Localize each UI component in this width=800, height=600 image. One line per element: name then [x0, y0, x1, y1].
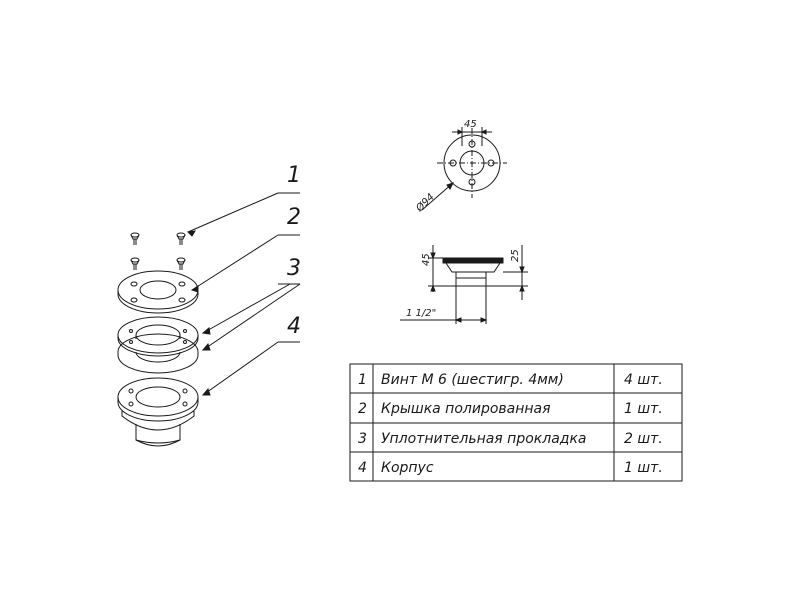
- row-qty: 2 шт.: [624, 431, 663, 447]
- table-row: 4 Корпус 1 шт.: [358, 460, 663, 476]
- row-number: 2: [358, 401, 367, 417]
- screws: [130, 232, 186, 270]
- callout-2: 2: [287, 205, 301, 230]
- screw: [130, 257, 140, 270]
- dim-diameter: Ø94: [413, 191, 437, 215]
- screw: [176, 232, 186, 245]
- row-name: Крышка полированная: [381, 401, 551, 417]
- housing: [117, 377, 199, 447]
- row-name: Винт М 6 (шестигр. 4мм): [381, 372, 564, 388]
- parts-table-grid: [349, 363, 683, 482]
- gasket-upper: [117, 316, 199, 357]
- leader-lines: [186, 192, 301, 396]
- callout-3: 3: [287, 256, 301, 281]
- top-view: [421, 127, 507, 211]
- dim-height-total: 45: [421, 253, 432, 266]
- side-view: [400, 245, 528, 324]
- screw: [176, 257, 186, 270]
- row-name: Уплотнительная прокладка: [381, 431, 586, 447]
- dimension-labels: 45 Ø94 45 25 1 1/2": [406, 119, 521, 319]
- callout-numbers: 1 2 3 4: [287, 163, 301, 339]
- dim-bolt-spacing: 45: [464, 119, 477, 130]
- dim-thread: 1 1/2": [406, 308, 436, 319]
- table-row: 3 Уплотнительная прокладка 2 шт.: [358, 431, 663, 447]
- row-number: 3: [358, 431, 367, 447]
- cover-plate: [117, 270, 199, 314]
- parts-table: 1 Винт М 6 (шестигр. 4мм) 4 шт. 2 Крышка…: [358, 372, 663, 476]
- gasket-lower: [117, 333, 199, 374]
- row-name: Корпус: [381, 460, 434, 476]
- row-qty: 1 шт.: [624, 460, 663, 476]
- row-number: 4: [358, 460, 367, 476]
- table-row: 2 Крышка полированная 1 шт.: [358, 401, 663, 417]
- table-row: 1 Винт М 6 (шестигр. 4мм) 4 шт.: [358, 372, 663, 388]
- row-number: 1: [358, 372, 367, 388]
- row-qty: 1 шт.: [624, 401, 663, 417]
- callout-4: 4: [287, 314, 301, 339]
- row-qty: 4 шт.: [624, 372, 663, 388]
- dim-height-part: 25: [510, 249, 521, 262]
- exploded-view: [117, 192, 301, 447]
- screw: [130, 232, 140, 245]
- callout-1: 1: [287, 163, 301, 188]
